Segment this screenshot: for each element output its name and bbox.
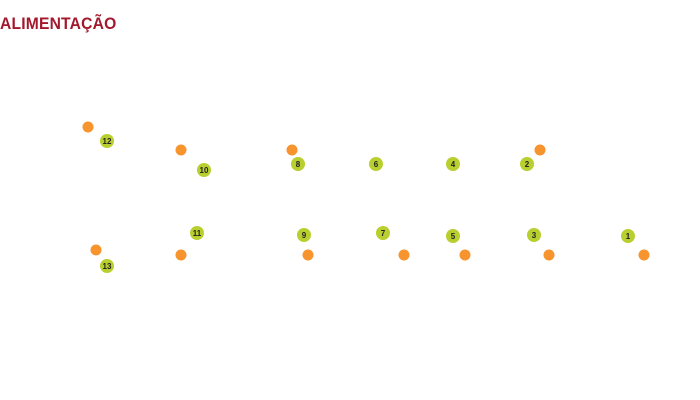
orange-dot [175,144,187,156]
orange-dot [82,121,94,133]
orange-dot [175,249,187,261]
seat-marker-12[interactable]: 12 [100,134,114,148]
orange-dot [543,249,555,261]
orange-dot [90,244,102,256]
section-title: ALIMENTAÇÃO [0,14,117,33]
seat-marker-2[interactable]: 2 [520,157,534,171]
orange-dot [459,249,471,261]
seat-marker-1[interactable]: 1 [621,229,635,243]
orange-dot [398,249,410,261]
seat-marker-9[interactable]: 9 [297,228,311,242]
orange-dot [534,144,546,156]
seat-marker-6[interactable]: 6 [369,157,383,171]
seat-marker-13[interactable]: 13 [100,259,114,273]
seat-marker-4[interactable]: 4 [446,157,460,171]
orange-dot [302,249,314,261]
orange-dot [286,144,298,156]
seat-marker-5[interactable]: 5 [446,229,460,243]
orange-dot [638,249,650,261]
seat-marker-10[interactable]: 10 [197,163,211,177]
seat-marker-8[interactable]: 8 [291,157,305,171]
seat-marker-7[interactable]: 7 [376,226,390,240]
seat-marker-11[interactable]: 11 [190,226,204,240]
seat-marker-3[interactable]: 3 [527,228,541,242]
